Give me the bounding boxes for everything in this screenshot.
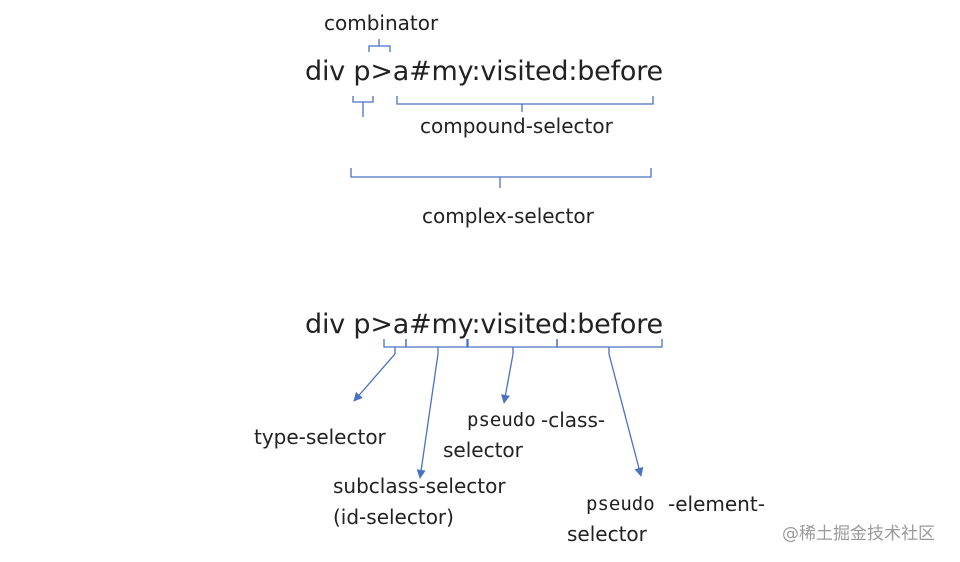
pseudo-element-label-c: selector [567,522,647,546]
watermark: @稀土掘金技术社区 [782,524,935,544]
id-selector-label: (id-selector) [333,505,454,529]
pseudo-element-label-b: -element- [668,492,765,516]
type-bracket [383,339,407,354]
pseudo-class-bracket [467,339,558,354]
type-selector-arrow [353,353,396,402]
pseudo-element-bracket [556,339,663,354]
combinator-bracket [368,39,391,52]
complex-selector-text-bottom: div p>a#my:visited:before [305,309,663,340]
complex-selector-text-top: div p>a#my:visited:before [305,56,663,87]
subclass-selector-arrow [416,353,439,479]
compound-bracket [396,96,654,112]
pseudo-class-label-a: pseudo [467,409,536,431]
pseudo-element-label-a: pseudo [586,493,655,515]
subclass-selector-label: subclass-selector [333,474,506,498]
pseudo-class-label-b: -class- [541,408,606,432]
compound-selector-label: compound-selector [420,114,613,138]
pseudo-element-selector-arrow [608,353,644,477]
complex-selector-label: complex-selector [422,204,594,228]
id-bracket [405,339,468,354]
type-selector-label: type-selector [254,425,386,449]
complex-bracket [350,168,652,188]
pseudo-class-selector-arrow [501,353,514,404]
pseudo-class-label-c: selector [443,438,523,462]
type-bracket-top [352,96,374,117]
combinator-label: combinator [324,11,439,35]
